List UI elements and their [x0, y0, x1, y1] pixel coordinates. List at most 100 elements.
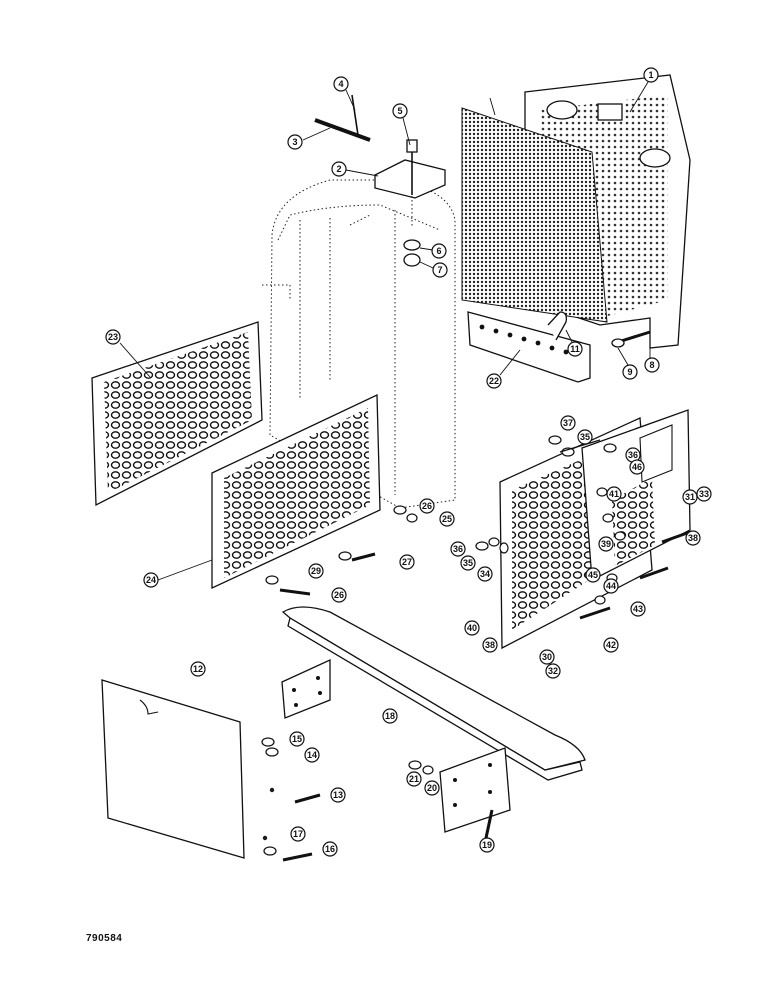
callout-7[interactable]: 7 — [432, 262, 448, 278]
callout-18[interactable]: 18 — [382, 708, 398, 724]
svg-text:29: 29 — [311, 566, 321, 576]
callout-8[interactable]: 8 — [644, 357, 660, 373]
svg-text:18: 18 — [385, 711, 395, 721]
callout-26a[interactable]: 26 — [419, 498, 435, 514]
callout-12[interactable]: 12 — [190, 661, 206, 677]
svg-text:27: 27 — [402, 557, 412, 567]
drawing-code: 790584 — [86, 933, 123, 944]
callout-43[interactable]: 43 — [630, 601, 646, 617]
callout-22[interactable]: 22 — [486, 373, 502, 389]
callout-33[interactable]: 33 — [696, 486, 712, 502]
top-bracket — [374, 139, 446, 228]
svg-text:24: 24 — [146, 575, 156, 585]
svg-text:43: 43 — [633, 604, 643, 614]
callout-14[interactable]: 14 — [304, 747, 320, 763]
svg-text:21: 21 — [409, 774, 419, 784]
radiator-shell — [262, 179, 456, 509]
u-bolt — [547, 311, 568, 341]
callout-40[interactable]: 40 — [464, 620, 480, 636]
svg-text:2: 2 — [336, 164, 341, 174]
callout-46[interactable]: 46 — [629, 459, 645, 475]
callouts: 1 2 3 4 5 6 7 8 9 11 12 13 14 15 16 17 1… — [105, 67, 712, 857]
svg-text:5: 5 — [397, 106, 402, 116]
svg-text:35: 35 — [463, 558, 473, 568]
svg-text:20: 20 — [427, 783, 437, 793]
leader-lines — [119, 81, 651, 581]
callout-38b[interactable]: 38 — [482, 637, 498, 653]
side-grille-left — [91, 321, 263, 507]
callout-11[interactable]: 11 — [567, 341, 583, 357]
callout-45[interactable]: 45 — [585, 567, 601, 583]
svg-text:4: 4 — [338, 79, 343, 89]
callout-44[interactable]: 44 — [603, 578, 619, 594]
svg-text:32: 32 — [548, 666, 558, 676]
svg-text:34: 34 — [480, 569, 490, 579]
svg-text:25: 25 — [442, 514, 452, 524]
callout-15[interactable]: 15 — [289, 731, 305, 747]
callout-3[interactable]: 3 — [287, 134, 303, 150]
svg-text:3: 3 — [292, 137, 297, 147]
svg-text:17: 17 — [293, 829, 303, 839]
callout-25[interactable]: 25 — [439, 511, 455, 527]
cover-plate — [101, 679, 275, 859]
callout-13[interactable]: 13 — [330, 787, 346, 803]
svg-text:42: 42 — [606, 640, 616, 650]
callout-4[interactable]: 4 — [333, 76, 349, 92]
callout-29[interactable]: 29 — [308, 563, 324, 579]
svg-text:36: 36 — [628, 450, 638, 460]
rod — [314, 118, 371, 142]
callout-31[interactable]: 31 — [682, 489, 698, 505]
bottom-rail — [467, 311, 591, 383]
svg-text:46: 46 — [632, 462, 642, 472]
right-grille-fasteners — [475, 435, 691, 620]
svg-text:37: 37 — [563, 418, 573, 428]
callout-2[interactable]: 2 — [331, 161, 347, 177]
callout-1[interactable]: 1 — [643, 67, 659, 83]
callout-20[interactable]: 20 — [424, 780, 440, 796]
callout-38a[interactable]: 38 — [685, 530, 701, 546]
callout-32[interactable]: 32 — [545, 663, 561, 679]
cover-fasteners — [261, 737, 494, 862]
screen-mesh — [461, 107, 608, 323]
svg-text:30: 30 — [542, 652, 552, 662]
svg-text:31: 31 — [685, 492, 695, 502]
callout-6[interactable]: 6 — [431, 243, 447, 259]
callout-16[interactable]: 16 — [322, 841, 338, 857]
callout-27[interactable]: 27 — [399, 554, 415, 570]
svg-text:45: 45 — [588, 570, 598, 580]
callout-23[interactable]: 23 — [105, 329, 121, 345]
svg-text:38: 38 — [688, 533, 698, 543]
callout-42[interactable]: 42 — [603, 637, 619, 653]
callout-26b[interactable]: 26 — [331, 587, 347, 603]
svg-text:26: 26 — [422, 501, 432, 511]
svg-text:13: 13 — [333, 790, 343, 800]
callout-17[interactable]: 17 — [290, 826, 306, 842]
svg-text:26: 26 — [334, 590, 344, 600]
callout-39[interactable]: 39 — [598, 536, 614, 552]
svg-text:14: 14 — [307, 750, 317, 760]
mounting-bar — [281, 606, 586, 833]
callout-21[interactable]: 21 — [406, 771, 422, 787]
callout-36b[interactable]: 36 — [450, 541, 466, 557]
svg-text:22: 22 — [489, 376, 499, 386]
svg-text:1: 1 — [648, 70, 653, 80]
callout-34[interactable]: 34 — [477, 566, 493, 582]
callout-35b[interactable]: 35 — [460, 555, 476, 571]
callout-9[interactable]: 9 — [622, 364, 638, 380]
svg-text:15: 15 — [292, 734, 302, 744]
svg-text:35: 35 — [580, 432, 590, 442]
callout-24[interactable]: 24 — [143, 572, 159, 588]
callout-19[interactable]: 19 — [479, 837, 495, 853]
callout-5[interactable]: 5 — [392, 103, 408, 119]
callout-41[interactable]: 41 — [606, 486, 622, 502]
callout-37[interactable]: 37 — [560, 415, 576, 431]
nut-assembly — [403, 239, 421, 267]
callout-35a[interactable]: 35 — [577, 429, 593, 445]
svg-text:23: 23 — [108, 332, 118, 342]
svg-text:33: 33 — [699, 489, 709, 499]
svg-text:38: 38 — [485, 640, 495, 650]
svg-text:9: 9 — [627, 367, 632, 377]
svg-text:8: 8 — [649, 360, 654, 370]
callout-30[interactable]: 30 — [539, 649, 555, 665]
